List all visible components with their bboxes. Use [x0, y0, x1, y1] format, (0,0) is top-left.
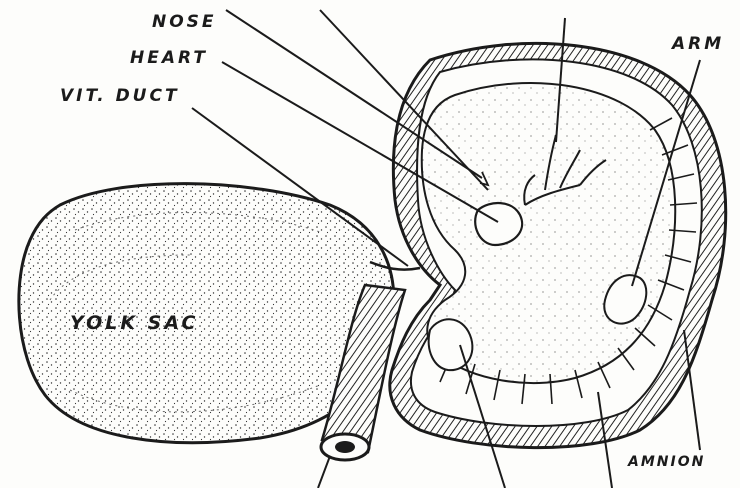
nose-label: NOSE: [152, 12, 217, 32]
heart-label: HEART: [130, 48, 208, 68]
arm-label: ARM: [672, 34, 724, 54]
yolk-sac-label: YOLK SAC: [70, 312, 198, 334]
vit-duct-label: VIT. DUCT: [60, 86, 180, 106]
bottom-left-leader-line: [318, 456, 330, 488]
amnion-label: AMNION: [628, 454, 705, 470]
